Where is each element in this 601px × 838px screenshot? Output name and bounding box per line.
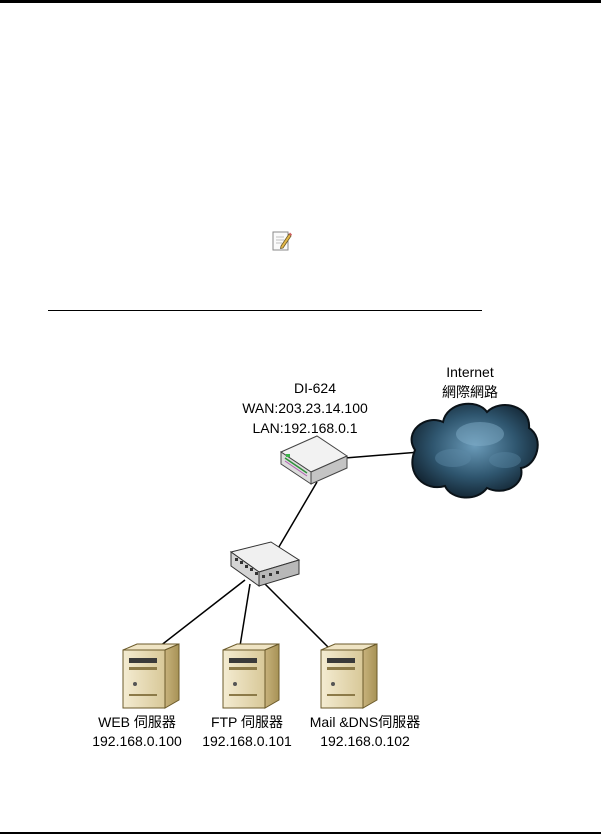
server-icon	[320, 643, 378, 709]
bottom-rule	[0, 832, 601, 834]
connection-lines	[154, 451, 421, 655]
server-mail-name: Mail &DNS伺服器	[309, 714, 421, 730]
note-icon	[272, 231, 292, 251]
top-rule	[0, 0, 601, 3]
router-switch-link	[272, 481, 318, 558]
switch-icon	[229, 541, 301, 587]
server-icon	[222, 643, 280, 709]
server-ftp-name: FTP 伺服器	[210, 714, 284, 730]
server-mail-ip: 192.168.0.102	[320, 733, 410, 749]
server-web-name: WEB 伺服器	[98, 714, 176, 730]
switch-ftp-link	[239, 583, 251, 647]
switch-mail-link	[264, 583, 336, 655]
server-ftp-ip: 192.168.0.101	[202, 733, 292, 749]
router-wan-address: WAN:203.23.14.100	[242, 400, 368, 416]
cloud-icon	[410, 402, 539, 499]
internet-label-zh: 網際網路	[442, 384, 498, 400]
heading-underline	[48, 310, 482, 311]
server-web-ip: 192.168.0.100	[92, 733, 182, 749]
network-diagram: DI-624 WAN:203.23.14.100 LAN:192.168.0.1…	[85, 362, 540, 754]
router-internet-link	[344, 451, 421, 459]
internet-label: Internet	[446, 364, 494, 380]
router-name: DI-624	[293, 380, 337, 396]
router-icon	[279, 435, 349, 485]
switch-web-link	[154, 579, 246, 651]
server-icon	[122, 643, 180, 709]
router-lan-address: LAN:192.168.0.1	[252, 420, 358, 436]
